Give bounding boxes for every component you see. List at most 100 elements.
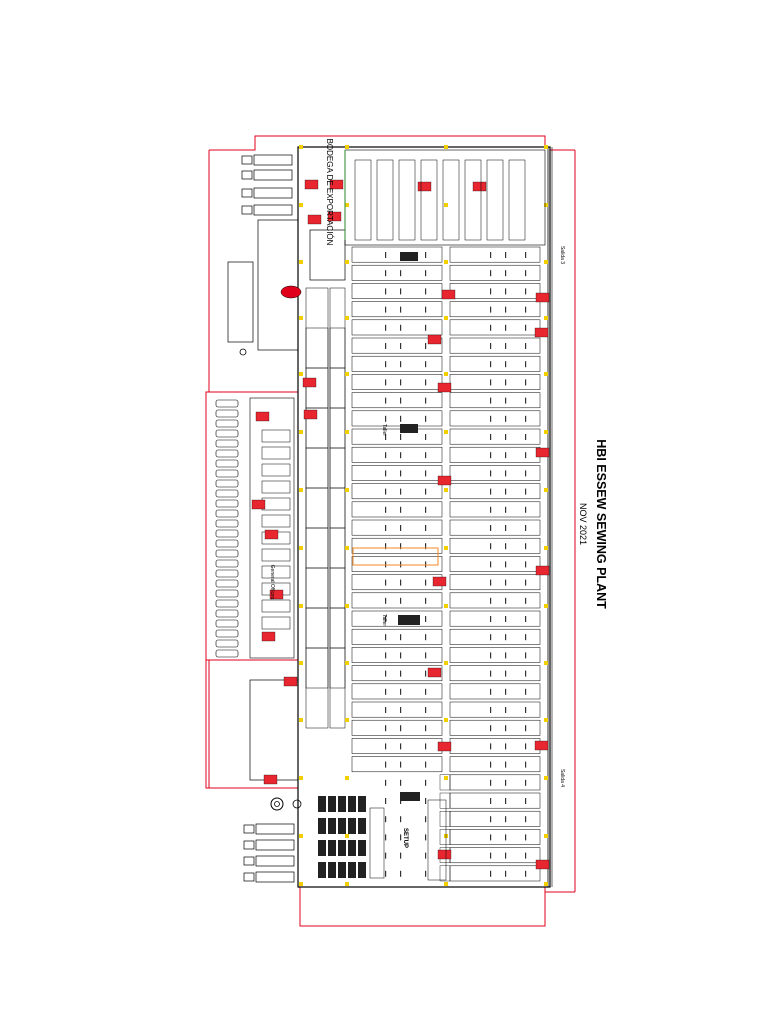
sewing-line-left (351, 319, 443, 336)
cutting-table (305, 647, 329, 729)
machine-mark (425, 688, 427, 695)
truck-icon (253, 204, 293, 216)
office-room (261, 599, 291, 613)
machine-mark (425, 252, 427, 258)
sewing-line-left (351, 647, 443, 663)
machine-mark (490, 415, 492, 422)
machine-mark (490, 688, 492, 695)
warehouse-rack (398, 159, 416, 241)
warehouse-rack (442, 159, 460, 241)
red-marker (302, 377, 317, 388)
cutting-table (329, 647, 346, 729)
machine-mark (490, 634, 492, 641)
machine-mark (525, 288, 527, 295)
machine-mark (425, 834, 427, 841)
machine-mark (505, 470, 507, 477)
highlighted-line (352, 547, 439, 566)
red-marker (329, 179, 344, 190)
machine-mark (400, 761, 402, 768)
red-marker (307, 214, 322, 225)
sewing-line-right (449, 628, 541, 645)
machine-mark (525, 470, 527, 477)
sewing-line-right (449, 465, 541, 481)
machine-mark (490, 543, 492, 550)
machine-mark (385, 270, 387, 277)
sewing-line-right (449, 392, 541, 409)
machine-mark (525, 652, 527, 659)
machine-mark (525, 688, 527, 695)
machine-mark (525, 707, 527, 713)
red-marker (437, 741, 452, 752)
truck-cab (243, 856, 255, 866)
sewing-line-left (351, 483, 443, 500)
column-dot (544, 661, 548, 665)
car-icon (215, 509, 239, 518)
red-marker (251, 499, 266, 510)
sewing-line-right (449, 319, 541, 336)
red-marker (437, 382, 452, 393)
machine-mark (425, 525, 427, 531)
rack-unit (318, 796, 326, 812)
car-icon (215, 559, 239, 568)
machine-mark (490, 597, 492, 604)
sewing-line-right (449, 410, 541, 427)
column-dot (299, 776, 303, 780)
red-marker (304, 179, 319, 190)
machine-mark (525, 506, 527, 513)
sewing-line-right (449, 574, 541, 591)
column-dot (544, 203, 548, 207)
machine-mark (525, 361, 527, 368)
rack-unit (358, 840, 366, 856)
machine-mark (490, 506, 492, 513)
sewing-line-left (351, 683, 443, 700)
machine-mark (505, 543, 507, 550)
car-icon (215, 399, 239, 408)
machine-mark (525, 434, 527, 440)
sewing-line-left (351, 392, 443, 409)
machine-mark (490, 761, 492, 768)
machine-mark (400, 670, 402, 677)
machine-mark (525, 852, 527, 859)
machine-mark (525, 379, 527, 386)
machine-mark (425, 852, 427, 859)
machine-mark (400, 288, 402, 295)
red-marker (534, 740, 549, 751)
truck-icon (255, 871, 295, 883)
machine-mark (425, 470, 427, 477)
machine-mark (525, 270, 527, 277)
car-icon (215, 579, 239, 588)
rack-unit (348, 840, 356, 856)
rack-unit (358, 862, 366, 878)
car-icon (215, 499, 239, 508)
rack-frame (427, 799, 447, 881)
salida-4-label: Salida 4 (559, 769, 565, 787)
machine-mark (505, 743, 507, 750)
machine-mark (505, 379, 507, 386)
machine-mark (525, 761, 527, 768)
rack-unit (328, 796, 336, 812)
sewing-line-left (351, 537, 443, 554)
machine-mark (400, 434, 402, 440)
column-dot (444, 316, 448, 320)
machine-mark (385, 415, 387, 422)
sewing-line-left (351, 665, 443, 682)
red-marker (264, 529, 279, 540)
column-dot (299, 488, 303, 492)
machine-mark (505, 834, 507, 841)
machine-mark (505, 852, 507, 859)
machine-mark (490, 670, 492, 677)
column-dot (299, 372, 303, 376)
machine-mark (490, 488, 492, 495)
car-icon (215, 429, 239, 438)
sewing-line-right (449, 483, 541, 500)
column-dot (345, 546, 349, 550)
sewing-line-left (351, 701, 443, 718)
machine-mark (505, 506, 507, 513)
sewing-line-right (449, 301, 541, 318)
machine-mark (505, 488, 507, 495)
machine-mark (505, 798, 507, 804)
machine-mark (385, 343, 387, 349)
machine-mark (425, 288, 427, 295)
machine-mark (505, 525, 507, 531)
machine-mark (490, 743, 492, 750)
